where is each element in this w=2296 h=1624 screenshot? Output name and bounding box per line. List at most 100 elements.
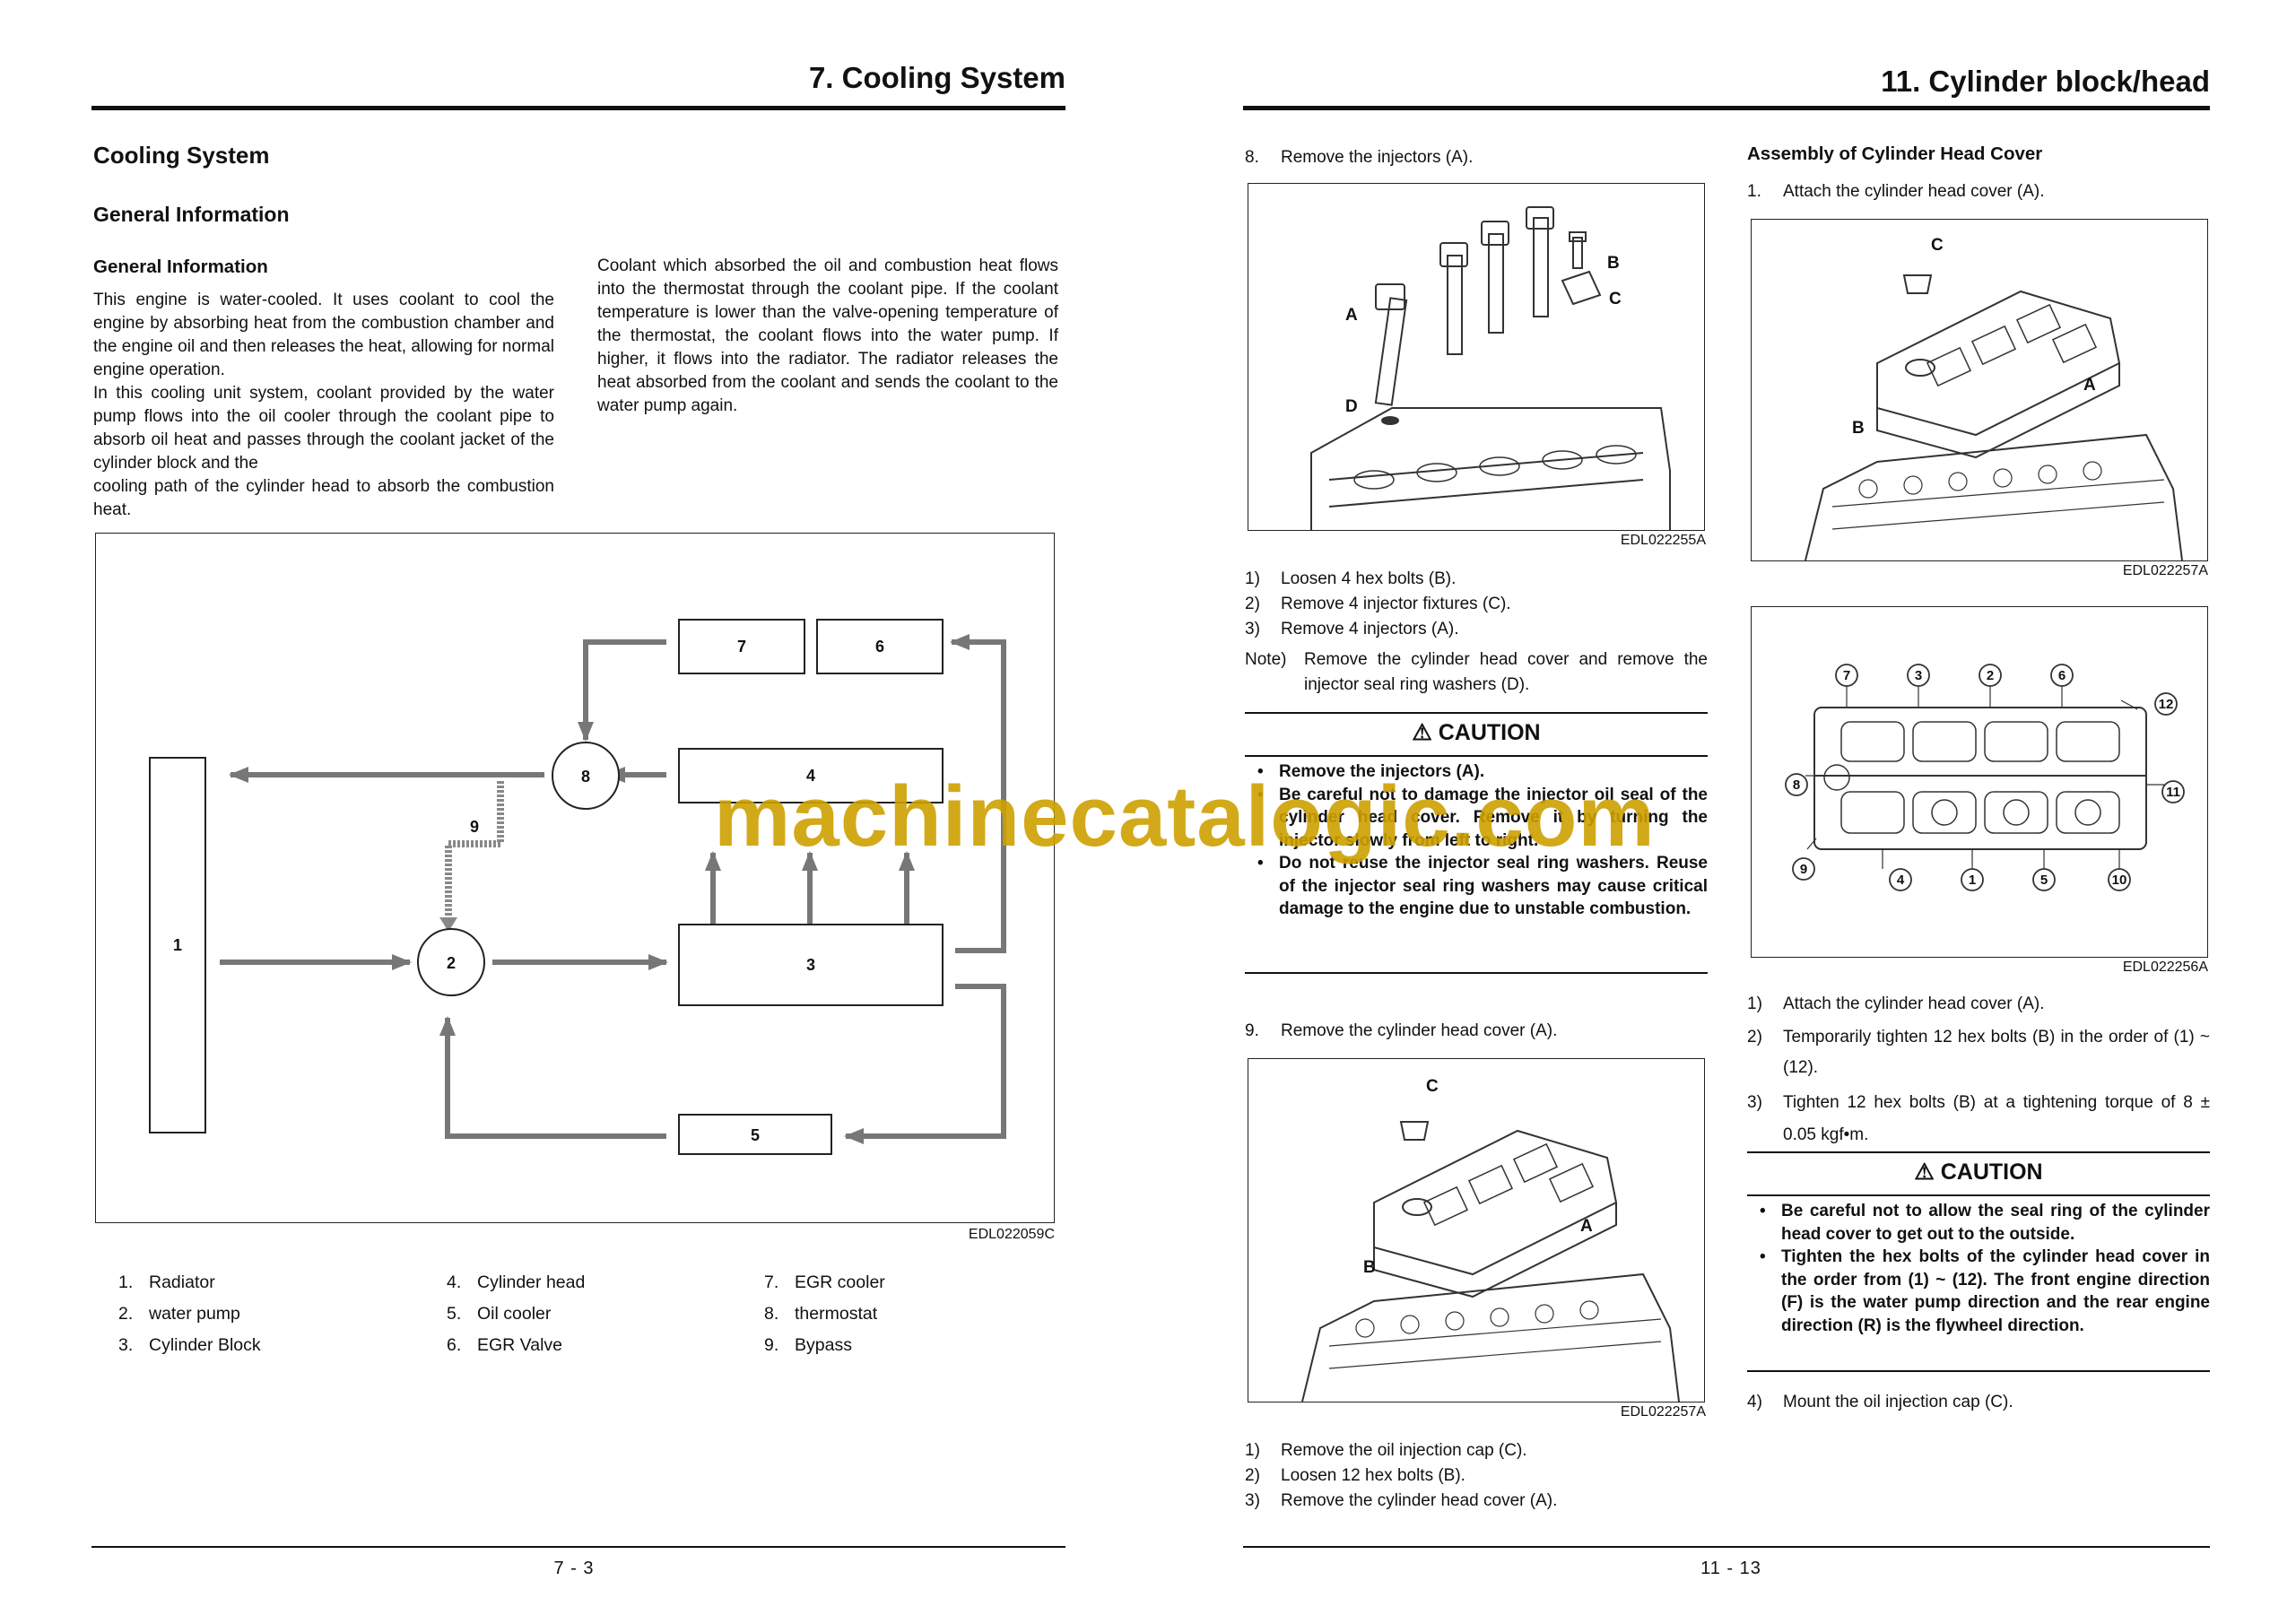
legend-item-5: 5.Oil cooler: [447, 1304, 552, 1324]
right-section-title: 11. Cylinder block/head: [1881, 65, 2210, 98]
diagram-label-2: 2: [447, 954, 456, 972]
caution2-body: Be careful not to allow the seal ring of…: [1747, 1200, 2210, 1337]
substeps-3: 1)Attach the cylinder head cover (A). 2)…: [1747, 992, 2210, 1151]
substep-2-1: 1)Remove the oil injection cap (C).: [1245, 1441, 1527, 1460]
caution1-item-3: Do not reuse the injector seal ring wash…: [1245, 852, 1708, 921]
fig2-code: EDL022257A: [1620, 1404, 1706, 1420]
fig1-code: EDL022255A: [1620, 533, 1706, 548]
fig2-label-b: B: [1363, 1258, 1376, 1277]
left-column-2: Coolant which absorbed the oil and combu…: [597, 255, 1058, 418]
left-heading: Cooling System: [93, 142, 270, 169]
warning-icon: ⚠: [1914, 1159, 1935, 1185]
substep-1-2: 2)Remove 4 injector fixtures (C).: [1245, 595, 1511, 613]
bolt-label-4: 4: [1897, 873, 1905, 888]
caution1-bottom-rule: [1245, 972, 1708, 974]
caution2-header: ⚠ CAUTION: [1914, 1159, 2043, 1185]
injector-illustration: A B C D: [1310, 206, 1671, 530]
injector-removal-figure: A B C D: [1248, 183, 1705, 531]
substep-4: 4)Mount the oil injection cap (C).: [1747, 1393, 2013, 1411]
caution1-item-2: Be careful not to damage the injector oi…: [1245, 784, 1708, 853]
head-cover-removal-figure: C A B: [1248, 1058, 1705, 1403]
legend-item-1: 1.Radiator: [118, 1272, 215, 1292]
left-section-title: 7. Cooling System: [808, 61, 1065, 94]
diagram-label-1: 1: [173, 936, 182, 954]
bolt-label-8: 8: [1793, 777, 1800, 793]
caution2-item-2: Tighten the hex bolts of the cylinder he…: [1747, 1246, 2210, 1337]
diagram-label-6: 6: [875, 638, 884, 656]
caution2-item-1: Be careful not to allow the seal ring of…: [1747, 1200, 2210, 1246]
right-page-number: 11 - 13: [1700, 1559, 1761, 1578]
diagram-label-8: 8: [581, 768, 590, 786]
substep-1-3: 3)Remove 4 injectors (A).: [1245, 620, 1459, 638]
left-column-1: This engine is water-cooled. It uses coo…: [93, 289, 554, 522]
caution1-item-1: Remove the injectors (A).: [1245, 760, 1708, 784]
caution1-header: ⚠ CAUTION: [1412, 720, 1541, 745]
left-subheading: General Information: [93, 203, 290, 226]
cooling-diagram: 1 7 6 4 3 5 8 2 9: [95, 533, 1055, 1223]
substep-3-3: 3)Tighten 12 hex bolts (B) at a tighteni…: [1747, 1093, 2210, 1144]
diagram-label-9: 9: [470, 818, 479, 836]
substep-2-3: 3)Remove the cylinder head cover (A).: [1245, 1491, 1558, 1510]
diagram-label-7: 7: [737, 638, 746, 656]
left-figure-code: EDL022059C: [968, 1227, 1055, 1242]
bolt-label-10: 10: [2112, 873, 2127, 888]
legend-item-3: 3.Cylinder Block: [118, 1335, 261, 1355]
left-subsubheading: General Information: [93, 256, 268, 277]
assembly-step-1: 1.Attach the cylinder head cover (A).: [1747, 182, 2045, 201]
fig3-code: EDL022257A: [2122, 563, 2208, 578]
bolt-label-3: 3: [1915, 668, 1922, 683]
substeps-1: 1)Loosen 4 hex bolts (B). 2)Remove 4 inj…: [1245, 567, 1711, 642]
legend-item-8: 8.thermostat: [764, 1304, 878, 1324]
warning-icon: ⚠: [1412, 720, 1432, 745]
step-9: 9.Remove the cylinder head cover (A).: [1245, 1021, 1558, 1040]
para-4: Coolant which absorbed the oil and combu…: [597, 256, 1058, 415]
bolt-order-illustration: 7 3 2 6 12 8 11 9 4 1 5 10: [1785, 664, 2185, 891]
caution2-mid-rule: [1747, 1194, 2210, 1196]
left-header-rule: [91, 106, 1065, 110]
left-footer-rule: [91, 1546, 1065, 1548]
caution1-top-rule: [1245, 712, 1708, 714]
para-2: In this cooling unit system, coolant pro…: [93, 384, 554, 473]
watermark: machinecatalogic.com: [714, 769, 1656, 864]
fig1-label-a: A: [1345, 306, 1358, 325]
step-8: 8.Remove the injectors (A).: [1245, 148, 1474, 167]
note: Note) Remove the cylinder head cover and…: [1245, 650, 1708, 694]
bolt-label-1: 1: [1969, 873, 1976, 888]
fig1-label-b: B: [1607, 254, 1620, 273]
bolt-label-6: 6: [2058, 668, 2066, 683]
diagram-label-3: 3: [806, 956, 815, 974]
cooling-flow-svg: 1 7 6 4 3 5 8 2 9: [149, 619, 1006, 1155]
fig3-label-b: B: [1852, 419, 1865, 438]
substep-3-2: 2)Temporarily tighten 12 hex bolts (B) i…: [1747, 1028, 2210, 1077]
fig1-label-c: C: [1609, 290, 1622, 308]
substep-2-2: 2)Loosen 12 hex bolts (B).: [1245, 1466, 1465, 1485]
fig2-label-a: A: [1580, 1217, 1593, 1236]
fig3-label-a: A: [2083, 376, 2096, 395]
legend-item-4: 4.Cylinder head: [447, 1272, 586, 1292]
bolt-order-figure: 7 3 2 6 12 8 11 9 4 1 5 10: [1751, 606, 2208, 958]
caution2-top-rule: [1747, 1151, 2210, 1153]
left-page-number: 7 - 3: [553, 1559, 595, 1578]
legend-item-2: 2.water pump: [118, 1304, 240, 1324]
diagram-label-4: 4: [806, 767, 815, 785]
para-3: cooling path of the cylinder head to abs…: [93, 477, 554, 519]
right-header-rule: [1243, 106, 2210, 110]
bolt-label-9: 9: [1800, 862, 1807, 877]
fig2-label-c: C: [1426, 1077, 1439, 1096]
head-cover-attach-figure: C A B: [1751, 219, 2208, 561]
caution1-mid-rule: [1245, 755, 1708, 757]
assembly-heading: Assembly of Cylinder Head Cover: [1747, 143, 2043, 164]
legend-item-7: 7.EGR cooler: [764, 1272, 885, 1292]
right-footer-rule: [1243, 1546, 2210, 1548]
fig1-label-d: D: [1345, 397, 1358, 416]
legend-item-9: 9.Bypass: [764, 1335, 852, 1355]
head-cover-illustration: C A B: [1301, 1077, 1680, 1403]
bolt-label-2: 2: [1987, 668, 1994, 683]
diagram-label-5: 5: [751, 1126, 760, 1144]
head-cover-attach-illustration: C A B: [1805, 236, 2183, 561]
caution1-body: Remove the injectors (A). Be careful not…: [1245, 760, 1708, 921]
caution2-bottom-rule: [1747, 1370, 2210, 1372]
bolt-label-5: 5: [2040, 873, 2048, 888]
legend-item-6: 6.EGR Valve: [447, 1335, 563, 1355]
substeps-2: 1)Remove the oil injection cap (C). 2)Lo…: [1245, 1438, 1711, 1514]
